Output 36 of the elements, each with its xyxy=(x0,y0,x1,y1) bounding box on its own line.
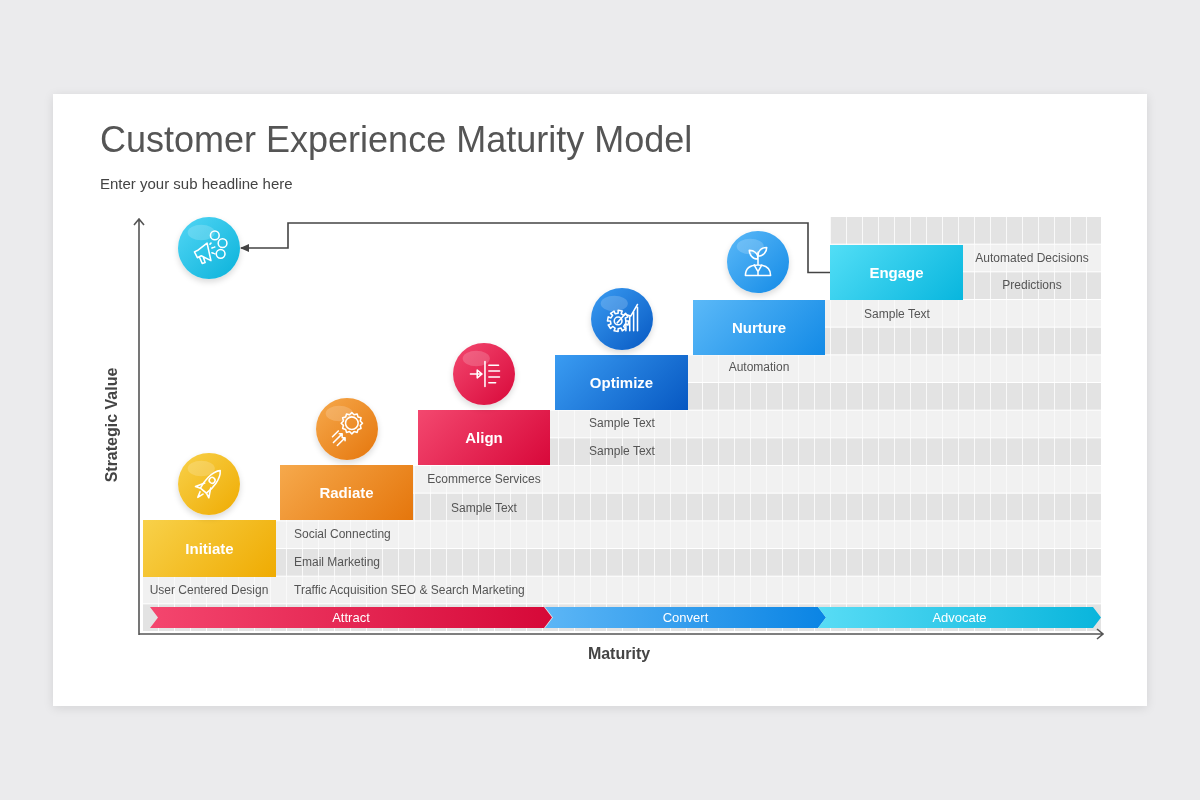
axis-title: Strategic Value xyxy=(101,367,121,483)
step-label: Radiate xyxy=(319,483,374,502)
phase-label: Attract xyxy=(332,610,370,625)
phase-band xyxy=(545,607,826,628)
axis-title: Maturity xyxy=(587,643,651,663)
step-note: Social Connecting xyxy=(294,527,391,541)
step-note: Sample Text xyxy=(451,501,517,515)
step-box xyxy=(143,520,276,577)
phase-band xyxy=(818,607,1101,628)
step-box xyxy=(830,245,963,300)
step-box xyxy=(280,465,413,520)
step-box xyxy=(693,300,825,355)
step-note: Traffic Acquisition SEO & Search Marketing xyxy=(294,583,525,597)
step-note: Sample Text xyxy=(589,444,655,458)
step-label: Engage xyxy=(869,263,924,282)
step-note: Sample Text xyxy=(864,307,930,321)
step-label: Optimize xyxy=(589,373,654,392)
step-box xyxy=(418,410,550,465)
step-label: Nurture xyxy=(731,318,787,337)
phase-label: Convert xyxy=(662,610,709,625)
step-note: Email Marketing xyxy=(294,555,381,569)
phase-band xyxy=(150,607,552,628)
step-note: User Centered Design xyxy=(149,583,269,597)
step-note: Predictions xyxy=(1002,278,1062,292)
step-label: Align xyxy=(465,428,503,447)
subtitle: Enter your sub headline here xyxy=(100,175,293,193)
phase-label: Advocate xyxy=(932,610,987,625)
connector-arrow xyxy=(240,222,831,274)
slide-title: Customer Experience Maturity Model xyxy=(100,119,693,161)
step-note: Automation xyxy=(728,360,790,374)
step-note: Ecommerce Services xyxy=(427,472,541,486)
megaphone-icon xyxy=(178,217,240,279)
step-note: Sample Text xyxy=(589,416,655,430)
step-note: Automated Decisions xyxy=(975,251,1089,265)
step-box xyxy=(555,355,688,410)
step-label: Initiate xyxy=(185,539,234,558)
